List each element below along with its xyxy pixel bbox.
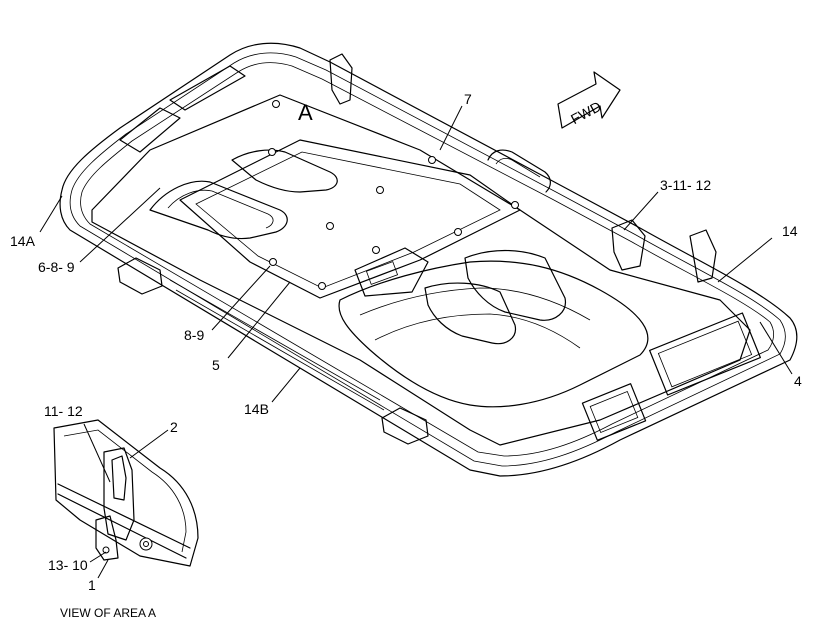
roof-rear-contour-2 (374, 313, 581, 349)
detail-caption: VIEW OF AREA A (60, 606, 156, 620)
bolt-hole (428, 156, 436, 164)
roof-bracket-bottom (381, 407, 429, 445)
leader-14 (717, 237, 773, 283)
roof-bolt-holes (268, 100, 519, 290)
detail-panel-outline (53, 419, 199, 567)
callout-2: 2 (170, 419, 178, 435)
roof-channel-left (149, 180, 288, 240)
detail-bracket (95, 515, 119, 561)
roof-outer-seal (59, 42, 798, 477)
roof-hinge-front (329, 53, 353, 105)
leader-14a (39, 195, 63, 233)
roof-hinge-rear (611, 219, 646, 271)
leader-5 (227, 281, 291, 359)
roof-center-panel (179, 139, 521, 299)
leader-13-10 (89, 551, 107, 563)
roof-window-large-inner (657, 320, 753, 388)
callout-4: 4 (794, 373, 802, 389)
leader-3-11-12 (623, 191, 659, 231)
detail-panel-inner (63, 429, 187, 553)
area-a-detail-view: 11- 12 2 13- 10 1 VIEW OF AREA A (44, 403, 199, 620)
detail-hinge-arm (111, 455, 127, 501)
leader-14b (271, 367, 301, 403)
callout-11-12: 11- 12 (44, 403, 83, 419)
roof-handle-rail (487, 149, 551, 193)
callout-14a: 14A (10, 233, 36, 249)
leader-1 (97, 559, 109, 579)
area-a-marker: A (298, 100, 313, 125)
bolt-hole (272, 100, 280, 108)
leader-6-8-9 (79, 187, 161, 263)
roof-latch-housing (354, 247, 429, 297)
bolt-hole (269, 258, 277, 266)
leader-4 (759, 321, 793, 375)
callout-7: 7 (464, 91, 472, 107)
roof-rear-flange (689, 229, 717, 283)
leader-8-9 (211, 265, 271, 331)
detail-bolt (102, 546, 110, 554)
detail-rail (57, 483, 191, 559)
callout-8-9: 8-9 (184, 327, 204, 343)
roof-front-panel-left (119, 107, 181, 153)
bolt-hole (372, 246, 380, 254)
callout-6-8-9: 6-8- 9 (38, 259, 75, 275)
roof-seal-edge (80, 62, 774, 457)
bolt-hole (268, 148, 276, 156)
bolt-hole (511, 201, 519, 209)
detail-hinge-body (103, 447, 135, 541)
roof-channel-right-2 (424, 282, 517, 345)
fwd-arrow-label: FWD (568, 98, 604, 127)
roof-channel-left-inner (167, 189, 274, 229)
bolt-hole (454, 228, 462, 236)
callout-3-11-12: 3-11- 12 (660, 177, 711, 193)
roof-inner-seal (69, 52, 786, 467)
roof-rear-contour (359, 287, 591, 321)
callout-1: 1 (88, 577, 96, 593)
roof-window-small-inner (589, 391, 639, 433)
roof-bracket-left (117, 257, 163, 295)
bolt-hole (326, 222, 334, 230)
callout-13-10: 13- 10 (48, 557, 88, 573)
detail-pin-inner (143, 541, 149, 547)
roof-handle-rail-inner (495, 157, 541, 178)
callout-5: 5 (212, 357, 220, 373)
roof-channel-right (464, 249, 567, 321)
bolt-hole (318, 282, 326, 290)
roof-assembly (59, 42, 798, 477)
callout-14: 14 (782, 223, 798, 239)
roof-window-small (581, 383, 647, 441)
callout-14b: 14B (244, 401, 269, 417)
leader-11-12 (83, 423, 111, 483)
leader-lines (39, 105, 793, 403)
roof-window-large (649, 312, 761, 396)
leader-2 (129, 429, 169, 459)
forward-direction-arrow: FWD (557, 71, 621, 129)
fwd-arrow-shape (557, 71, 621, 129)
bolt-hole (376, 186, 384, 194)
roof-body (91, 94, 751, 446)
leader-7 (439, 105, 463, 151)
roof-rear-hump (338, 260, 649, 408)
roof-channel-mid (231, 149, 338, 193)
roof-front-panel-left-2 (169, 65, 246, 111)
roof-latch-window (365, 261, 399, 285)
callout-labels: 7 3-11- 12 14 14A 6-8- 9 8-9 5 14B 4 (10, 91, 802, 417)
roof-seal-14b-track (169, 279, 385, 411)
